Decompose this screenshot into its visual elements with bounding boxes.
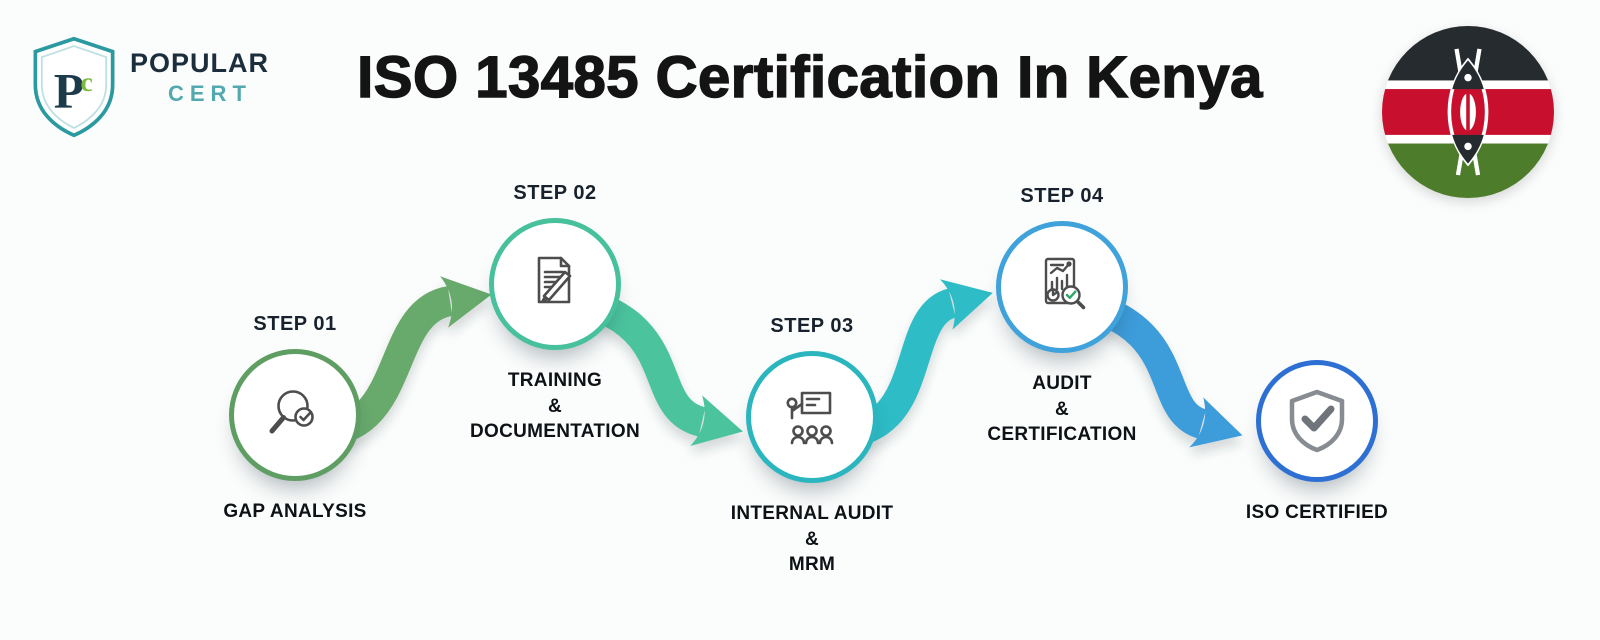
step-05-caption: ISO CERTIFIED <box>1167 500 1467 526</box>
step-02-circle <box>489 218 621 350</box>
caption-line: GAP ANALYSIS <box>223 501 367 522</box>
step-03: STEP 03 INTERNAL AUDIT & MRM <box>662 315 962 578</box>
svg-text:P: P <box>54 64 84 119</box>
caption-line: & <box>1054 398 1070 420</box>
caption-line: & <box>804 528 820 550</box>
step-01-label: STEP 01 <box>253 313 337 335</box>
brand-name-cert: CERT <box>168 81 252 106</box>
caption-line: MRM <box>788 554 836 576</box>
brand-name-popular: POPULAR <box>130 48 270 78</box>
step-02-caption: TRAINING & DOCUMENTATION <box>405 368 705 445</box>
step-03-caption: INTERNAL AUDIT & MRM <box>662 501 962 578</box>
caption-line: AUDIT <box>1032 373 1092 394</box>
step-04-circle <box>996 221 1128 353</box>
step-03-label: STEP 03 <box>770 315 854 337</box>
step-01-circle <box>229 349 361 481</box>
caption-line: DOCUMENTATION <box>470 421 640 443</box>
step-05: ISO CERTIFIED <box>1167 360 1467 526</box>
magnifier-check-icon <box>269 390 314 434</box>
caption-line: & <box>547 395 563 417</box>
audit-chart-icon <box>1044 257 1086 310</box>
step-05-circle <box>1256 360 1378 482</box>
caption-line: TRAINING <box>507 370 603 391</box>
popularcert-logo: P c POPULAR CERT <box>28 34 269 140</box>
step-04-caption: AUDIT & CERTIFICATION <box>912 371 1212 448</box>
page-title: ISO 13485 Certification In Kenya <box>356 44 1263 111</box>
step-01-caption: GAP ANALYSIS <box>145 499 445 525</box>
svg-text:c: c <box>80 66 92 97</box>
step-01: STEP 01 GAP ANALYSIS <box>145 313 445 525</box>
caption-line: ISO CERTIFIED <box>1245 502 1389 523</box>
step-02: STEP 02 TRAINING & DOCUMENTATION <box>405 182 705 445</box>
step-03-circle <box>746 351 878 483</box>
kenya-flag-icon <box>1382 26 1554 198</box>
step-04-label: STEP 04 <box>1020 185 1104 207</box>
caption-line: INTERNAL AUDIT <box>730 503 894 524</box>
shield-check-icon <box>1289 389 1345 453</box>
presentation-training-icon <box>786 391 834 445</box>
step-02-label: STEP 02 <box>513 182 597 204</box>
document-pencil-icon <box>537 256 572 304</box>
popularcert-shield-icon: P c <box>33 36 115 138</box>
step-04: STEP 04 AUDIT & CERTIFICATION <box>912 185 1212 448</box>
caption-line: CERTIFICATION <box>987 424 1137 446</box>
